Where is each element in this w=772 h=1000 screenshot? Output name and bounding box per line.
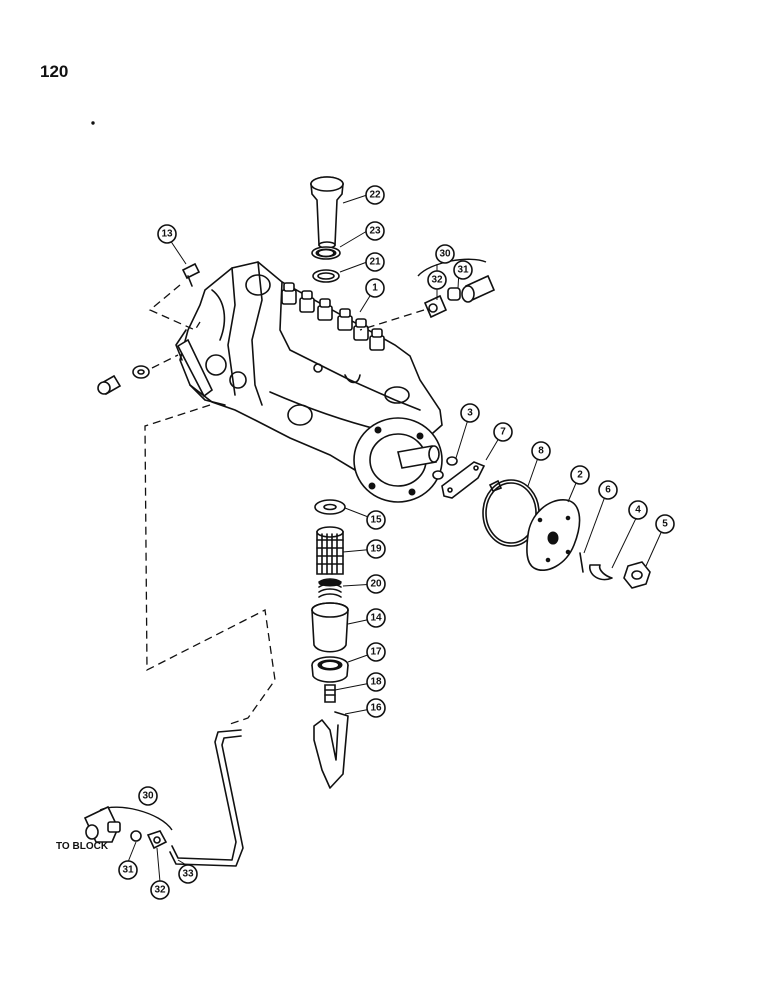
to-block-label: TO BLOCK [56,841,109,852]
svg-text:3: 3 [467,408,473,419]
svg-text:22: 22 [369,190,381,201]
delivery-valve-holders [281,282,385,351]
svg-text:32: 32 [154,885,166,896]
svg-text:30: 30 [142,791,154,802]
svg-text:23: 23 [369,226,381,237]
svg-text:15: 15 [370,515,382,526]
svg-text:4: 4 [635,505,641,516]
svg-text:8: 8 [538,446,544,457]
fuel-return-pipe [169,729,244,867]
callout-5: 5 [655,514,675,534]
callout-7: 7 [493,422,513,442]
callout-6: 6 [598,480,618,500]
callout-1: 1 [365,278,385,298]
svg-text:31: 31 [122,865,134,876]
drive-flange [353,417,443,503]
lever-bolt-and-washer [97,354,179,396]
svg-text:17: 17 [370,647,382,658]
callout-2: 2 [570,465,590,485]
governor-cover-screw [148,262,201,331]
callout-8: 8 [531,441,551,461]
svg-text:32: 32 [431,275,443,286]
filter-plug-parts [310,176,344,283]
svg-text:31: 31 [457,265,469,276]
svg-text:33: 33 [182,869,194,880]
injection-pump-body [175,261,443,503]
callout-17: 17 [366,642,386,662]
svg-text:19: 19 [370,544,382,555]
svg-text:20: 20 [370,579,382,590]
callout-16: 16 [366,698,386,718]
svg-text:16: 16 [370,703,382,714]
svg-text:7: 7 [500,427,506,438]
callout-18: 18 [366,672,386,692]
callout-32-top: 32 [427,270,447,290]
svg-text:30: 30 [439,249,451,260]
svg-text:6: 6 [605,485,611,496]
callout-33: 33 [178,864,198,884]
callout-13: 13 [157,224,177,244]
callout-15: 15 [366,510,386,530]
svg-text:13: 13 [161,229,173,240]
inlet-fitting-assembly-bottom [83,805,173,850]
callout-21: 21 [365,252,385,272]
callout-3: 3 [460,403,480,423]
fuel-filter-parts [311,499,349,789]
callout-31-top: 31 [453,260,473,280]
callout-22: 22 [365,185,385,205]
svg-text:5: 5 [662,519,668,530]
svg-text:2: 2 [577,470,583,481]
svg-text:1: 1 [372,283,378,294]
callout-32-bottom: 32 [150,880,170,900]
callout-30-bottom: 30 [138,786,158,806]
callout-31-bottom: 31 [118,860,138,880]
svg-text:18: 18 [370,677,382,688]
callout-4: 4 [628,500,648,520]
drive-cover-parts [432,456,651,589]
svg-text:14: 14 [370,613,382,624]
page-number: 120 [40,62,69,81]
callout-14: 14 [366,608,386,628]
callout-20: 20 [366,574,386,594]
svg-text:21: 21 [369,257,381,268]
callout-23: 23 [365,221,385,241]
fuel-line-dashed-path [144,404,276,725]
callout-19: 19 [366,539,386,559]
callout-30-top: 30 [435,244,455,264]
